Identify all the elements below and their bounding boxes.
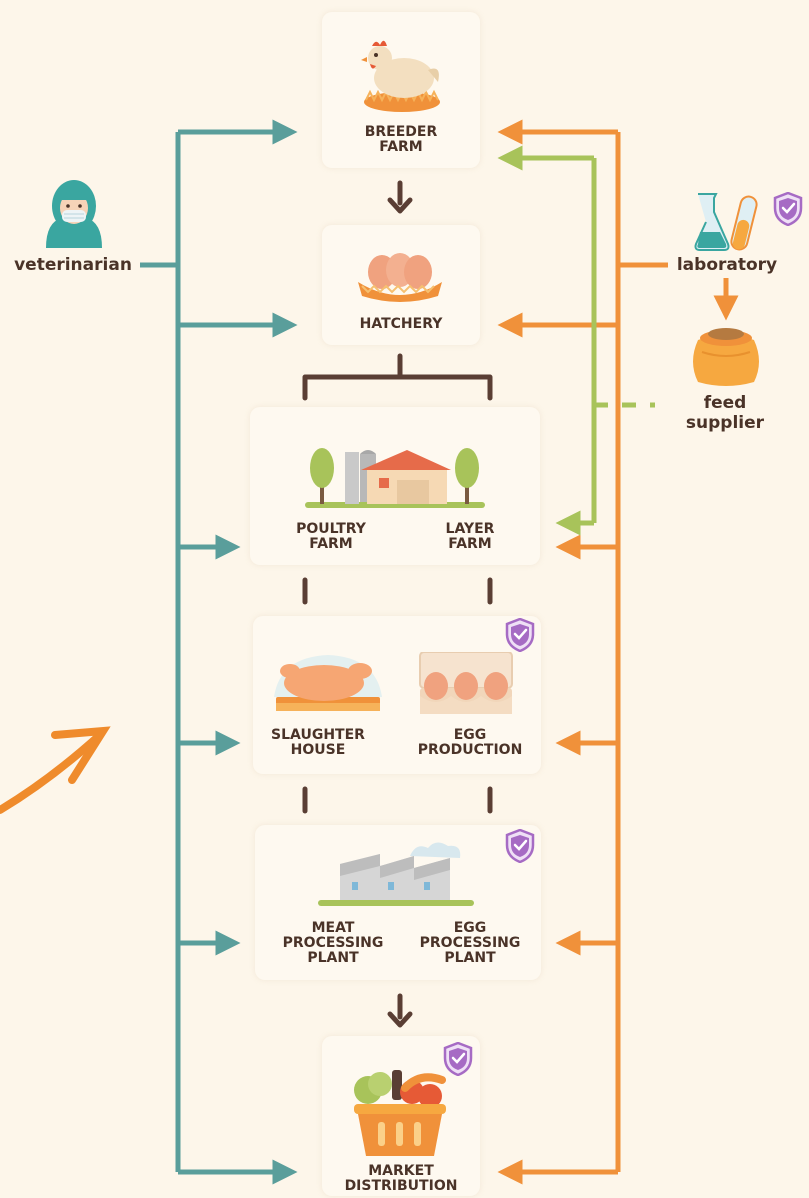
feed-sack-icon	[693, 328, 759, 386]
egg-processing-label: EGG PROCESSING PLANT	[419, 920, 521, 966]
veterinarian-label: veterinarian	[14, 255, 132, 275]
roast-chicken-icon	[274, 655, 382, 711]
market-distribution-label: MARKET DISTRIBUTION	[344, 1163, 458, 1194]
veterinarian-lines	[140, 119, 298, 1185]
layer-farm-label: LAYER FARM	[445, 521, 495, 552]
shield-check-icon	[505, 618, 535, 652]
hen-icon	[361, 40, 440, 112]
feed-supplier-label: feed supplier	[685, 393, 765, 433]
shield-check-icon	[443, 1042, 473, 1076]
breeder-farm-label: BREEDER FARM	[364, 124, 438, 155]
farm-barn-icon	[305, 448, 485, 508]
lab-flasks-icon	[694, 193, 758, 251]
poultry-farm-label: POULTRY FARM	[296, 521, 366, 552]
swoosh-arrow-icon	[0, 726, 111, 814]
laboratory-label: laboratory	[676, 255, 778, 275]
veterinarian-icon	[46, 180, 102, 248]
factory-icon	[318, 842, 474, 906]
shield-check-icon	[505, 829, 535, 863]
meat-processing-label: MEAT PROCESSING PLANT	[282, 920, 384, 966]
egg-carton-icon	[419, 652, 513, 714]
hatchery-label: HATCHERY	[359, 316, 443, 332]
shield-check-icon	[773, 192, 803, 226]
feed-supplier-lines	[497, 145, 655, 536]
slaughter-house-label: SLAUGHTER HOUSE	[271, 727, 365, 758]
egg-production-label: EGG PRODUCTION	[417, 727, 523, 758]
flow-lines	[302, 180, 493, 1028]
laboratory-lines	[497, 119, 739, 1185]
eggs-nest-icon	[358, 253, 442, 302]
food-basket-icon	[354, 1070, 446, 1156]
